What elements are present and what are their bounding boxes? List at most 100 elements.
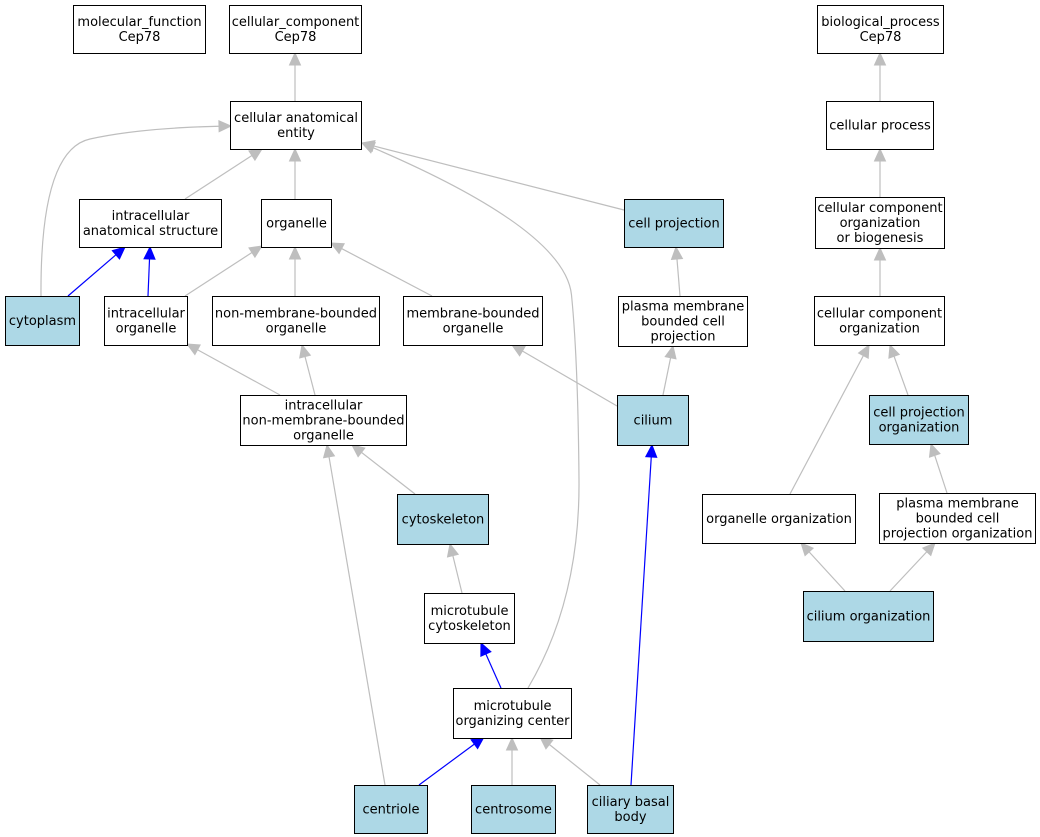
edge-line (184, 252, 253, 297)
arrowhead-icon (351, 444, 366, 458)
node-box (79, 199, 222, 248)
node-box (261, 199, 332, 248)
node-cilium[interactable]: cilium (617, 395, 689, 446)
arrowhead-icon (480, 641, 492, 657)
node-organelle[interactable]: organelle (261, 199, 332, 248)
edge-cc_org-to-ccob (873, 246, 887, 296)
node-label: bounded cell (641, 315, 725, 330)
node-box (702, 494, 856, 544)
arrowhead-icon (288, 147, 302, 162)
node-centrosome[interactable]: centrosome (471, 785, 556, 834)
node-cytoplasm[interactable]: cytoplasm (5, 296, 80, 346)
arrowhead-icon (873, 147, 887, 162)
node-organelle-org[interactable]: organelle organization (702, 494, 856, 544)
node-box (587, 785, 674, 834)
node-cilium-org[interactable]: cilium organization (803, 591, 934, 642)
edge-line (328, 456, 386, 786)
arrowhead-icon (360, 142, 376, 154)
edge-line (197, 349, 281, 396)
edge-cytoplasm-to-cell_anat (40, 119, 233, 297)
edge-intra_anat-to-cell_anat (184, 148, 264, 200)
node-box (618, 296, 748, 347)
edge-cilium_org-to-pm_proj_org (889, 542, 936, 592)
node-label: non-membrane-bounded (242, 414, 404, 429)
node-label: biological_process (821, 15, 940, 30)
node-intra-nmb[interactable]: intracellularnon-membrane-boundedorganel… (240, 395, 407, 446)
arrowhead-icon (248, 148, 264, 162)
node-label: membrane-bounded (406, 307, 539, 322)
node-label: cilium organization (807, 610, 931, 625)
node-label: organizing center (455, 714, 570, 729)
arrowhead-icon (185, 343, 201, 356)
node-box (240, 395, 407, 446)
edge-cp_org-to-cc_org (888, 343, 909, 396)
edge-line (361, 451, 416, 495)
arrowhead-icon (921, 542, 936, 557)
edge-line (522, 350, 618, 407)
edge-line (341, 248, 433, 297)
arrowhead-icon (857, 343, 870, 359)
node-box (403, 296, 543, 346)
edge-cell_process-to-bp_root (873, 51, 887, 101)
edge-line (789, 355, 864, 495)
node-cytoskeleton[interactable]: cytoskeleton (397, 494, 489, 545)
edge-mtoc-to-mt_cyto (480, 641, 502, 689)
arrowhead-icon (218, 119, 233, 133)
node-box (617, 395, 689, 446)
edge-line (147, 258, 151, 297)
node-cell-proj[interactable]: cell projection (624, 199, 724, 248)
edge-cilium_org-to-organelle_org (800, 542, 846, 592)
node-label: organelle (443, 322, 504, 337)
arrowhead-icon (288, 51, 302, 66)
arrowhead-icon (299, 343, 312, 359)
arrowhead-icon (510, 344, 526, 357)
edge-organelle_org-to-cc_org (789, 343, 870, 495)
arrowhead-icon (329, 242, 345, 255)
node-label: microtubule (474, 699, 552, 714)
edge-line (893, 356, 909, 396)
node-label: centrosome (475, 803, 552, 818)
node-box (104, 296, 188, 346)
edge-intra_org-to-intra_anat (143, 245, 156, 297)
node-label: cell projection (628, 217, 719, 232)
edge-line (304, 356, 316, 396)
node-label: cellular process (829, 119, 931, 134)
edge-intra_org-to-organelle (184, 245, 264, 297)
edge-line (452, 555, 463, 594)
edge-basal_body-to-mtoc (539, 736, 601, 786)
edge-line (485, 653, 502, 689)
arrowhead-icon (248, 245, 264, 259)
node-box (869, 395, 969, 445)
arrowhead-icon (664, 344, 677, 360)
node-label: anatomical structure (83, 224, 218, 239)
node-label: organelle (266, 322, 327, 337)
node-box (815, 197, 945, 249)
node-cell-process[interactable]: cellular process (826, 101, 934, 150)
node-box (803, 591, 934, 642)
edge-line (889, 551, 928, 592)
edge-mtoc-to-cell_anat (360, 142, 580, 689)
node-label: organization (840, 216, 921, 231)
node-box (817, 5, 944, 54)
node-label: cilium (634, 414, 673, 429)
edge-centriole-to-intra_nmb (322, 443, 386, 786)
node-label: organization (879, 421, 960, 436)
node-centriole[interactable]: centriole (354, 785, 428, 834)
